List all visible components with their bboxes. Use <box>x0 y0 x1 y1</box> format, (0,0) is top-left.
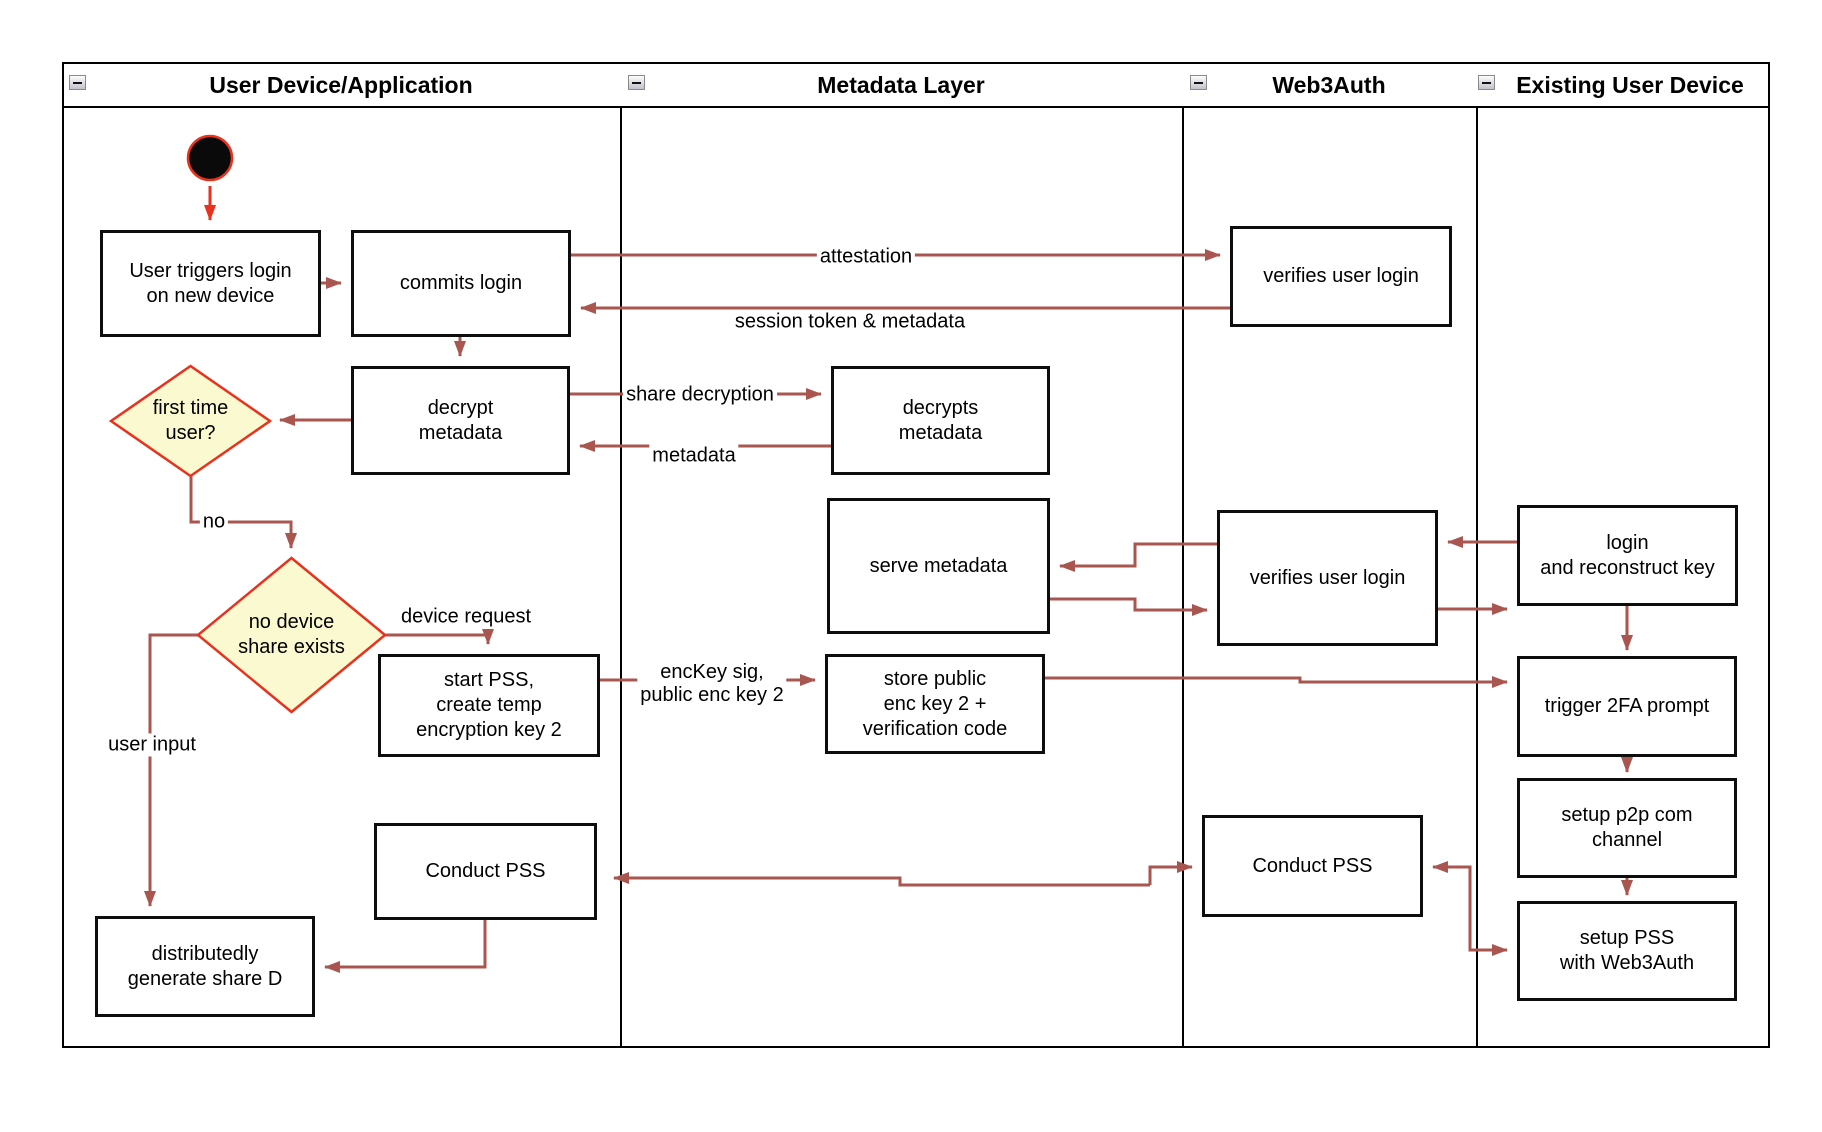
decrypts-metadata[interactable]: decrypts metadata <box>831 366 1050 475</box>
store-public-enc-key[interactable]: store public enc key 2 + verification co… <box>825 654 1045 754</box>
minus-icon <box>1482 81 1491 84</box>
junction-to-setup-pss-connector <box>1468 867 1508 956</box>
label-user-input: user input <box>105 733 199 757</box>
start-pss-create-temp-key[interactable]: start PSS, create temp encryption key 2 <box>378 654 600 757</box>
lane-title-user-device: User Device/Application <box>209 71 473 98</box>
device-request-connector <box>385 629 494 645</box>
decrypt-metadata[interactable]: decrypt metadata <box>351 366 570 475</box>
start-state[interactable] <box>186 134 234 182</box>
distributedly-generate-share-d[interactable]: distributedly generate share D <box>95 916 315 1017</box>
store-to-trigger-2fa-connector <box>1045 676 1508 688</box>
collapse-lane-icon[interactable] <box>69 75 86 90</box>
lane-header-row <box>62 62 1770 108</box>
label-metadata: metadata <box>649 444 739 468</box>
first-time-no-branch-connector <box>189 476 297 549</box>
minus-icon <box>73 81 82 84</box>
lane-title-existing-user-device: Existing User Device <box>1516 71 1744 98</box>
label-session-token: session token & metadata <box>731 310 969 334</box>
first-time-user-decision-shape[interactable] <box>108 364 273 478</box>
collapse-lane-icon[interactable] <box>1190 75 1207 90</box>
conduct-pss-user-device[interactable]: Conduct PSS <box>374 823 597 920</box>
setup-p2p-com-channel[interactable]: setup p2p com channel <box>1517 778 1737 878</box>
no-device-share-decision[interactable]: no device share exists <box>238 611 345 658</box>
label-enckey-sig: encKey sig, public enc key 2 <box>637 661 787 707</box>
verifies-user-login-2[interactable]: verifies user login <box>1217 510 1438 646</box>
label-no: no <box>199 510 229 534</box>
conduct-user-to-distributed-connector <box>324 920 487 973</box>
setup-pss-with-web3auth[interactable]: setup PSS with Web3Auth <box>1517 901 1737 1001</box>
verifies-user-login-1[interactable]: verifies user login <box>1230 226 1452 327</box>
lane-title-metadata-layer: Metadata Layer <box>817 71 985 98</box>
minus-icon <box>1194 81 1203 84</box>
label-device-request: device request <box>397 605 535 629</box>
lane-title-web3auth: Web3Auth <box>1272 71 1386 98</box>
lane-divider-3 <box>1476 62 1478 1048</box>
conduct-pss-web3auth[interactable]: Conduct PSS <box>1202 815 1423 917</box>
collapse-lane-icon[interactable] <box>628 75 645 90</box>
serve-metadata[interactable]: serve metadata <box>827 498 1050 634</box>
first-time-user-decision[interactable]: first time user? <box>152 397 229 444</box>
minus-icon <box>632 81 641 84</box>
user-triggers-login[interactable]: User triggers login on new device <box>100 230 321 337</box>
trigger-2fa-prompt[interactable]: trigger 2FA prompt <box>1517 656 1737 757</box>
conduct-pss-to-user-device-connector <box>613 872 1150 887</box>
label-attestation: attestation <box>816 245 916 269</box>
commits-login[interactable]: commits login <box>351 230 571 337</box>
no-device-share-decision-shape[interactable] <box>196 556 387 714</box>
label-share-decryption: share decryption <box>623 383 777 407</box>
collapse-lane-icon[interactable] <box>1478 75 1495 90</box>
login-and-reconstruct-key[interactable]: login and reconstruct key <box>1517 505 1738 606</box>
verifies2-to-serve-connector <box>1059 542 1217 572</box>
user-input-line-connector <box>144 633 198 907</box>
conduct-pss-to-web3auth-connector <box>1148 861 1193 885</box>
serve-to-verifies2-connector <box>1050 597 1208 616</box>
lane-divider-1 <box>620 62 622 1048</box>
lane-divider-2 <box>1182 62 1184 1048</box>
junction-to-conduct-web3auth-connector <box>1432 861 1472 950</box>
